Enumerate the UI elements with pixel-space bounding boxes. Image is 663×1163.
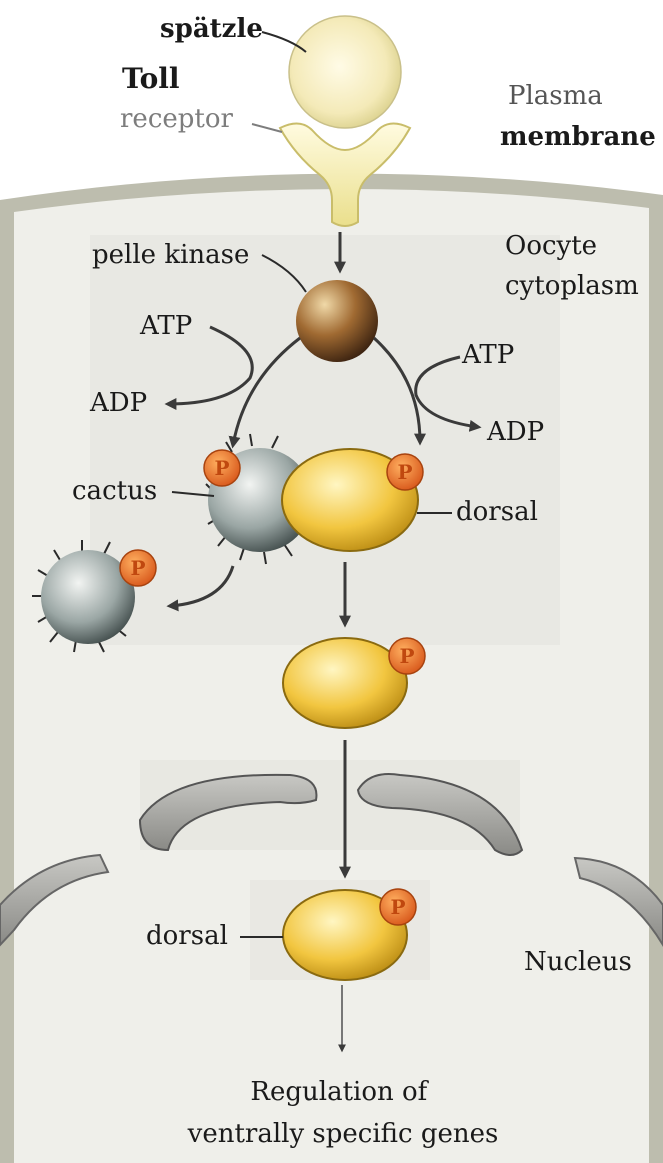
- dorsal-protein-free: [283, 638, 407, 728]
- label-toll: Toll: [122, 62, 180, 95]
- label-receptor: receptor: [120, 104, 234, 134]
- spatzle-ligand: [289, 16, 401, 128]
- phosphate-mark-dorsal-complex: P: [397, 460, 412, 484]
- label-regulation-line1: Regulation of: [250, 1077, 429, 1107]
- label-regulation-line2: ventrally specific genes: [187, 1119, 499, 1149]
- label-atp-right: ATP: [461, 340, 514, 370]
- label-cytoplasm: cytoplasm: [505, 271, 639, 301]
- phosphate-mark-dorsal-nucleus: P: [390, 895, 405, 919]
- label-adp-right: ADP: [486, 417, 544, 447]
- label-plasma: Plasma: [508, 81, 603, 111]
- pelle-kinase-sphere: [296, 280, 378, 362]
- label-plasma-membrane: Plasma membrane: [500, 81, 656, 152]
- label-spatzle: spätzle: [160, 14, 263, 44]
- label-atp-left: ATP: [139, 311, 192, 341]
- label-cactus: cactus: [72, 476, 157, 506]
- label-dorsal-complex: dorsal: [456, 497, 538, 527]
- phosphate-mark-cactus: P: [214, 456, 229, 480]
- phosphate-mark-dorsal-free: P: [399, 644, 414, 668]
- label-pelle-kinase: pelle kinase: [92, 240, 249, 270]
- label-membrane: membrane: [500, 122, 656, 152]
- label-nucleus: Nucleus: [524, 947, 632, 977]
- phosphate-mark-released-cactus: P: [130, 556, 145, 580]
- label-oocyte: Oocyte: [505, 231, 597, 261]
- leader-receptor: [252, 124, 282, 132]
- label-dorsal-nucleus: dorsal: [146, 921, 228, 951]
- label-adp-left: ADP: [89, 388, 147, 418]
